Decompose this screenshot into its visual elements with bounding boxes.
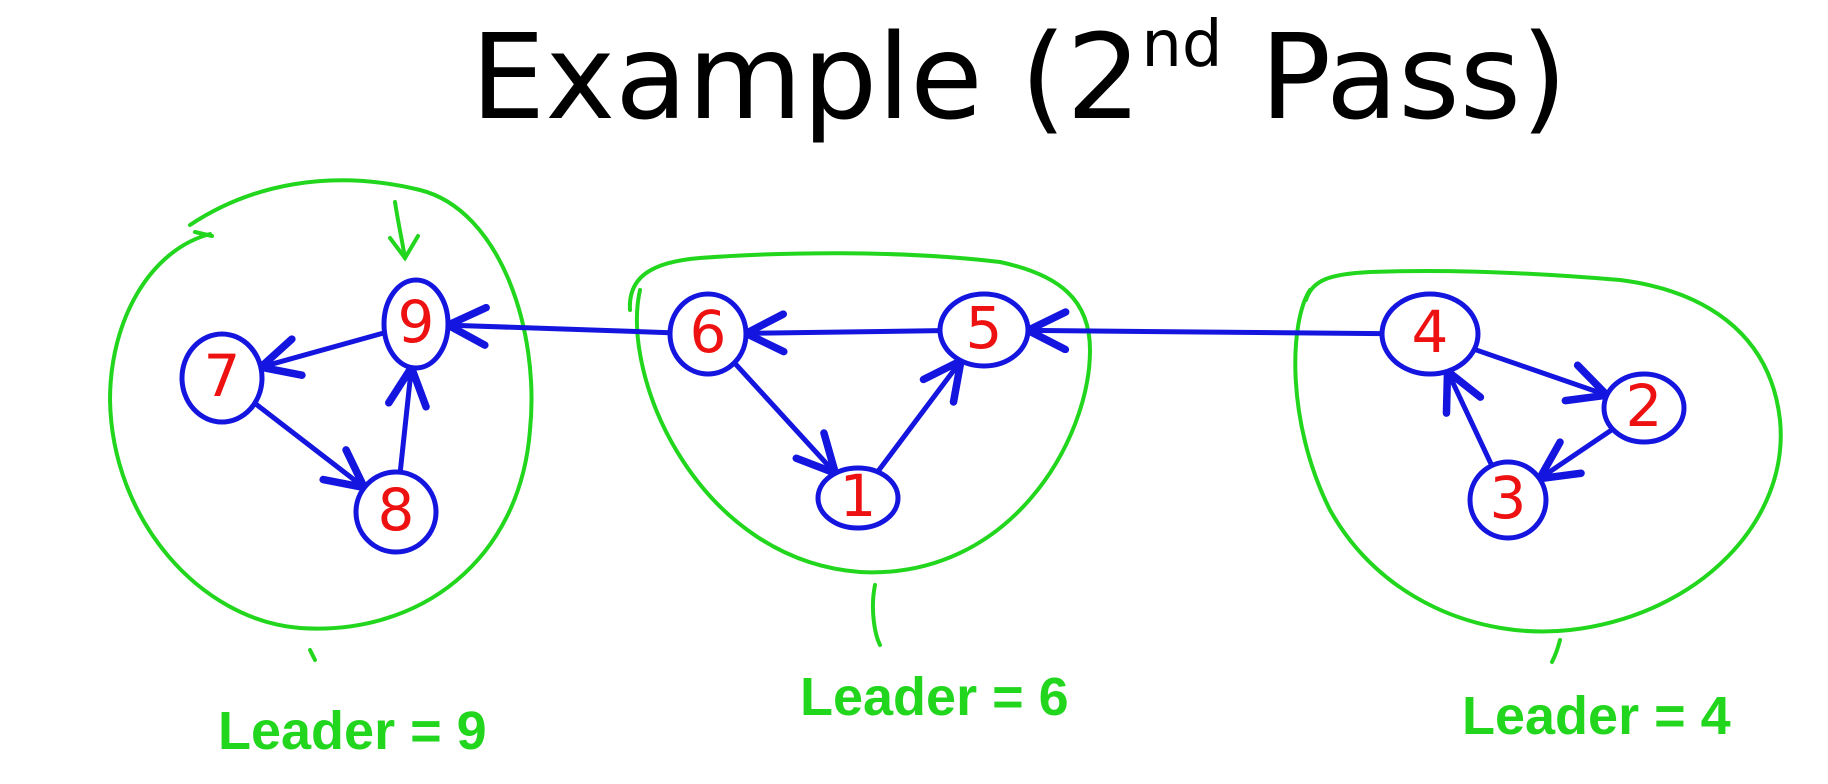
edge-layer: [252, 303, 1616, 492]
node-6-circle: [667, 291, 749, 377]
node-6: 6: [667, 291, 749, 377]
node-7-circle: [179, 331, 265, 425]
node-8-label: 8: [378, 476, 415, 544]
scc-left-outline: [108, 178, 534, 662]
scc-middle-outline: [627, 251, 1092, 647]
node-layer: 7 9 8 6 5 1 4 2 3: [179, 277, 1687, 555]
node-9-circle: [381, 277, 451, 371]
node-2-label: 2: [1626, 372, 1663, 440]
node-2-circle: [1601, 371, 1687, 445]
edge-1-to-5: [875, 356, 965, 475]
edge-8-to-9: [385, 363, 430, 475]
node-5-circle: [937, 291, 1031, 369]
edge-6-to-9: [444, 303, 673, 349]
node-4-circle: [1379, 291, 1481, 377]
start-arrow: [388, 200, 420, 262]
node-5: 5: [937, 291, 1031, 369]
group-outlines: [108, 178, 1783, 664]
node-3: 3: [1467, 459, 1549, 541]
leader-label-right: Leader = 4: [1462, 686, 1731, 746]
node-8: 8: [353, 469, 439, 555]
edge-3-to-4: [1442, 367, 1495, 469]
edge-4-to-2: [1471, 346, 1611, 405]
edge-2-to-3: [1535, 426, 1616, 483]
node-9: 9: [381, 277, 451, 371]
node-8-circle: [353, 469, 439, 555]
node-3-circle: [1467, 459, 1549, 541]
title-superscript: nd: [1141, 8, 1223, 82]
edge-7-to-8: [252, 400, 369, 492]
node-5-label: 5: [966, 294, 1003, 362]
node-1: 1: [815, 462, 901, 531]
edge-9-to-7: [257, 330, 388, 379]
node-4-label: 4: [1412, 298, 1449, 366]
node-6-label: 6: [690, 298, 727, 366]
node-1-label: 1: [840, 462, 877, 530]
node-4: 4: [1379, 291, 1481, 377]
leader-label-middle: Leader = 6: [800, 667, 1069, 727]
edge-6-to-1: [731, 360, 840, 478]
node-7: 7: [179, 331, 265, 425]
node-9-label: 9: [398, 288, 435, 356]
node-1-circle: [815, 465, 901, 531]
node-3-label: 3: [1490, 464, 1527, 532]
scc-right-outline: [1293, 268, 1783, 664]
page-title: Example (2nd Pass): [0, 13, 1828, 136]
node-7-label: 7: [204, 342, 241, 410]
leader-label-left: Leader = 9: [218, 701, 487, 761]
title-tail: Pass): [1222, 8, 1568, 146]
edge-4-to-5: [1024, 308, 1385, 354]
title-main: Example (2: [470, 8, 1142, 146]
edge-5-to-6: [742, 310, 943, 356]
node-2: 2: [1601, 371, 1687, 445]
